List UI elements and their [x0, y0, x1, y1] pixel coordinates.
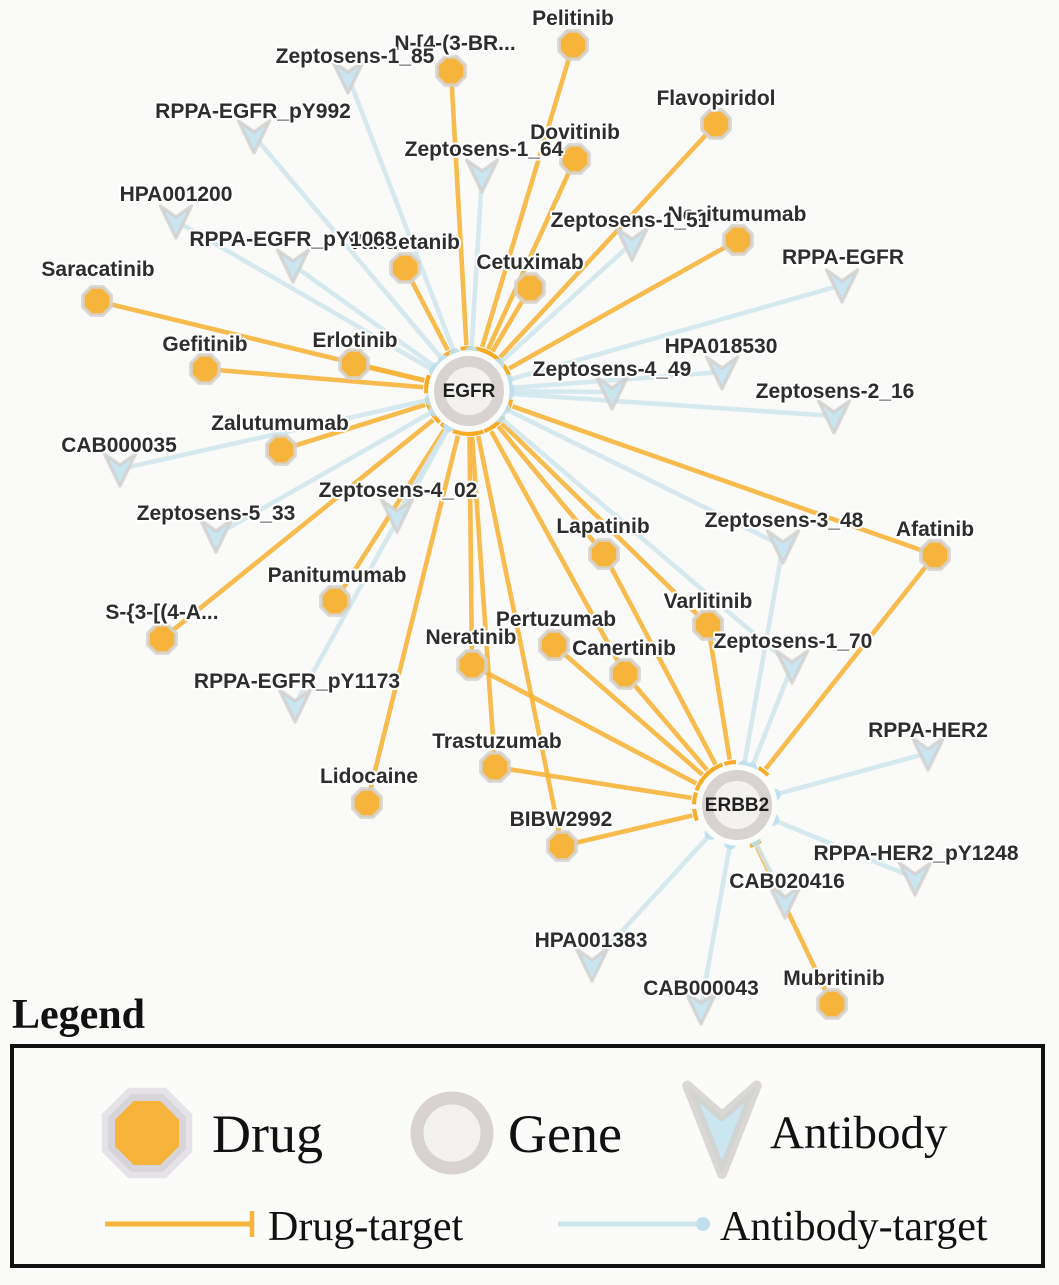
svg-text:Zeptosens-5_33: Zeptosens-5_33 [137, 502, 296, 525]
svg-text:Zeptosens-2_16: Zeptosens-2_16 [756, 380, 915, 403]
svg-text:RPPA-HER2: RPPA-HER2 [868, 719, 988, 742]
svg-text:RPPA-EGFR_pY1173: RPPA-EGFR_pY1173 [194, 670, 400, 693]
svg-text:BIBW2992: BIBW2992 [510, 808, 613, 831]
svg-text:CAB000043: CAB000043 [643, 977, 759, 1000]
svg-text:Lapatinib: Lapatinib [556, 515, 649, 538]
svg-text:Vandetanib: Vandetanib [348, 231, 460, 254]
svg-text:Pertuzumab: Pertuzumab [496, 608, 616, 631]
svg-text:RPPA-EGFR: RPPA-EGFR [782, 246, 904, 269]
svg-text:HPA001200: HPA001200 [120, 183, 233, 206]
svg-text:Cetuximab: Cetuximab [476, 251, 583, 274]
svg-text:Zeptosens-4_02: Zeptosens-4_02 [319, 479, 478, 502]
svg-text:CAB000035: CAB000035 [61, 434, 177, 457]
svg-text:Zeptosens-1_85: Zeptosens-1_85 [276, 45, 435, 68]
svg-text:Antibody-target: Antibody-target [720, 1204, 988, 1250]
svg-text:Pelitinib: Pelitinib [532, 7, 614, 30]
svg-text:Antibody: Antibody [770, 1107, 948, 1159]
svg-text:RPPA-HER2_pY1248: RPPA-HER2_pY1248 [813, 842, 1018, 865]
svg-text:Saracatinib: Saracatinib [41, 258, 154, 281]
svg-text:Flavopiridol: Flavopiridol [656, 87, 775, 110]
svg-text:HPA001383: HPA001383 [535, 929, 648, 952]
svg-text:Zeptosens-3_48: Zeptosens-3_48 [705, 509, 864, 532]
svg-text:Gefitinib: Gefitinib [162, 333, 247, 356]
svg-text:Zeptosens-4_49: Zeptosens-4_49 [533, 358, 692, 381]
svg-text:Gene: Gene [508, 1104, 622, 1164]
svg-text:N-[4-(3-BR...: N-[4-(3-BR... [394, 32, 515, 55]
svg-text:Zeptosens-1_51: Zeptosens-1_51 [551, 209, 710, 232]
svg-text:EGFR: EGFR [443, 381, 496, 402]
svg-text:Canertinib: Canertinib [572, 637, 676, 660]
svg-text:Neratinib: Neratinib [425, 626, 516, 649]
svg-text:Varlitinib: Varlitinib [664, 590, 753, 613]
svg-text:S-{3-[(4-A...: S-{3-[(4-A... [105, 601, 218, 624]
svg-text:Trastuzumab: Trastuzumab [432, 730, 562, 753]
svg-text:Zeptosens-1_64: Zeptosens-1_64 [405, 138, 564, 161]
svg-text:Lidocaine: Lidocaine [320, 765, 418, 788]
svg-text:Drug: Drug [212, 1104, 323, 1164]
svg-text:Zeptosens-1_70: Zeptosens-1_70 [714, 630, 873, 653]
svg-text:RPPA-EGFR_pY1068: RPPA-EGFR_pY1068 [189, 228, 397, 251]
svg-text:Mubritinib: Mubritinib [783, 967, 884, 990]
svg-text:Erlotinib: Erlotinib [312, 329, 397, 352]
svg-text:Dovitinib: Dovitinib [530, 121, 620, 144]
svg-text:CAB020416: CAB020416 [729, 870, 845, 893]
svg-text:Zalutumumab: Zalutumumab [211, 412, 349, 435]
svg-text:Afatinib: Afatinib [896, 518, 974, 541]
svg-text:RPPA-EGFR_pY992: RPPA-EGFR_pY992 [155, 100, 351, 123]
svg-text:Drug-target: Drug-target [268, 1204, 463, 1250]
svg-text:Legend: Legend [12, 992, 145, 1038]
svg-text:ERBB2: ERBB2 [705, 795, 769, 816]
svg-text:HPA018530: HPA018530 [665, 335, 778, 358]
svg-text:Panitumumab: Panitumumab [268, 564, 407, 587]
svg-text:Necitumumab: Necitumumab [668, 203, 807, 226]
